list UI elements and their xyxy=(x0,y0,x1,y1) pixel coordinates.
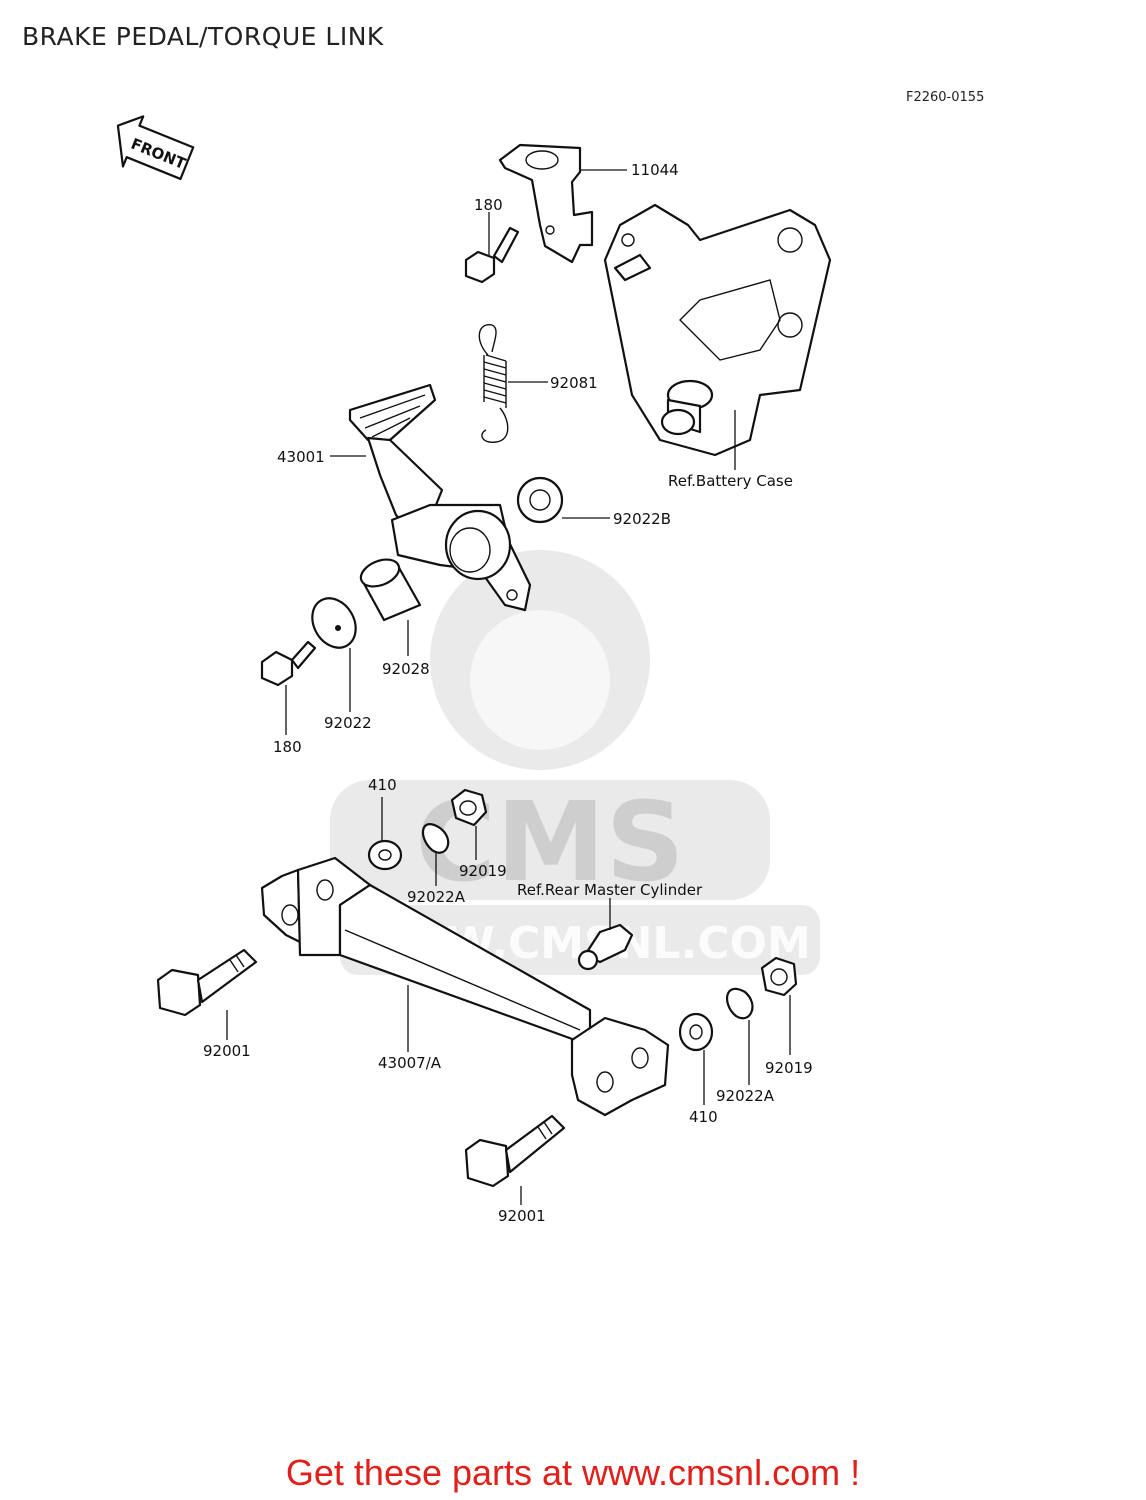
part-180-bottom-bolt xyxy=(260,640,317,687)
label-ref-rear-master-cylinder: Ref.Rear Master Cylinder xyxy=(517,881,703,899)
label-92001-bottom: 92001 xyxy=(498,1207,546,1225)
label-92019-bottom: 92019 xyxy=(765,1059,813,1077)
part-92019-top-nut xyxy=(450,788,488,827)
part-43007A-torque-link xyxy=(260,856,670,1117)
part-92019-bottom-nut xyxy=(760,956,798,997)
label-92022: 92022 xyxy=(324,714,372,732)
figure-code: F2260-0155 xyxy=(906,90,985,105)
label-ref-battery-case: Ref.Battery Case xyxy=(668,472,793,490)
part-92022A-bottom-clip xyxy=(725,987,754,1020)
watermark-badge xyxy=(330,780,770,900)
part-180-top-bolt xyxy=(464,226,520,284)
part-92022-washer xyxy=(311,597,357,649)
label-410-bottom: 410 xyxy=(689,1108,718,1126)
label-180-top: 180 xyxy=(474,196,503,214)
part-92022A-top-clip xyxy=(421,823,450,854)
watermark-mascot-face xyxy=(470,610,610,750)
part-92081-spring xyxy=(478,324,509,443)
label-92081: 92081 xyxy=(550,374,598,392)
front-arrow: FRONT xyxy=(116,115,195,181)
label-92001-left: 92001 xyxy=(203,1042,251,1060)
part-92022B-washer xyxy=(516,476,564,524)
label-92022A-bottom: 92022A xyxy=(716,1087,775,1105)
label-11044: 11044 xyxy=(631,161,679,179)
label-43007A: 43007/A xyxy=(378,1054,442,1072)
leader-lines xyxy=(226,169,791,1205)
rear-master-cylinder-clevis xyxy=(577,923,634,971)
label-92028: 92028 xyxy=(382,660,430,678)
part-410-top-washer xyxy=(367,839,403,871)
label-92022B: 92022B xyxy=(613,510,671,528)
label-92022A-top: 92022A xyxy=(407,888,466,906)
part-92001-left-bolt xyxy=(156,948,258,1017)
page-title: BRAKE PEDAL/TORQUE LINK xyxy=(22,22,384,51)
label-410-top: 410 xyxy=(368,776,397,794)
part-11044-bracket xyxy=(498,143,594,264)
part-410-bottom-washer xyxy=(678,1012,714,1052)
part-92028-collar xyxy=(359,558,422,622)
battery-case-bracket xyxy=(603,203,832,457)
label-92019-top: 92019 xyxy=(459,862,507,880)
label-43001: 43001 xyxy=(277,448,325,466)
part-labels: 11044 180 92081 43001 Ref.Battery Case 9… xyxy=(203,161,813,1225)
part-43001-brake-pedal xyxy=(348,383,532,612)
part-92001-bottom-bolt xyxy=(464,1114,566,1188)
label-180-bottom: 180 xyxy=(273,738,302,756)
footer-cta-link[interactable]: Get these parts at www.cmsnl.com ! xyxy=(285,1452,861,1493)
